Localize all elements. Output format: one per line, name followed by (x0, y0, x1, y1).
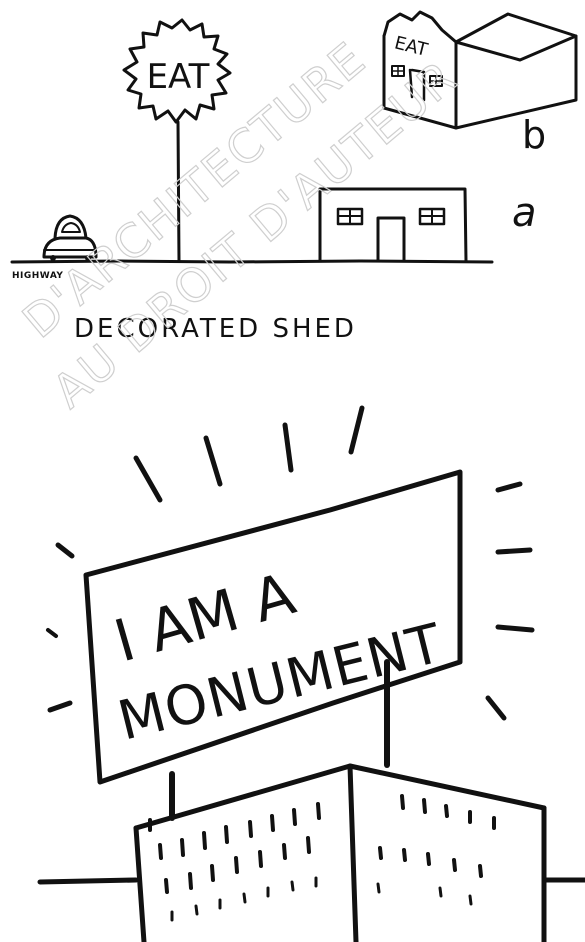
monument-sketch: I AM A MONUMENT (40, 408, 585, 942)
eat-starburst-sign: EAT (124, 20, 230, 122)
building-b: EAT (384, 12, 576, 128)
building-b-window (392, 66, 442, 86)
building-windows-right (378, 796, 494, 904)
highway-label: HIGHWAY (12, 271, 63, 281)
ground-line (12, 261, 492, 262)
sign-pole (178, 122, 179, 261)
label-a: a (512, 190, 537, 236)
monument-sign-board: I AM A MONUMENT (86, 472, 460, 782)
label-b: b (522, 113, 546, 157)
shed-window-right (420, 209, 444, 224)
decorated-shed-caption: DECORATED SHED (74, 314, 357, 344)
shed-building-a (320, 189, 466, 261)
building-windows-left (160, 804, 319, 920)
monument-building (40, 766, 585, 942)
eat-sign-text: EAT (147, 57, 210, 97)
shed-door (378, 218, 404, 261)
building-b-eat-text: EAT (392, 32, 430, 61)
decorated-shed-sketch: HIGHWAY EAT a (12, 12, 576, 344)
building-b-door (410, 70, 424, 100)
shed-window-left (338, 209, 362, 224)
car-icon (44, 216, 96, 261)
